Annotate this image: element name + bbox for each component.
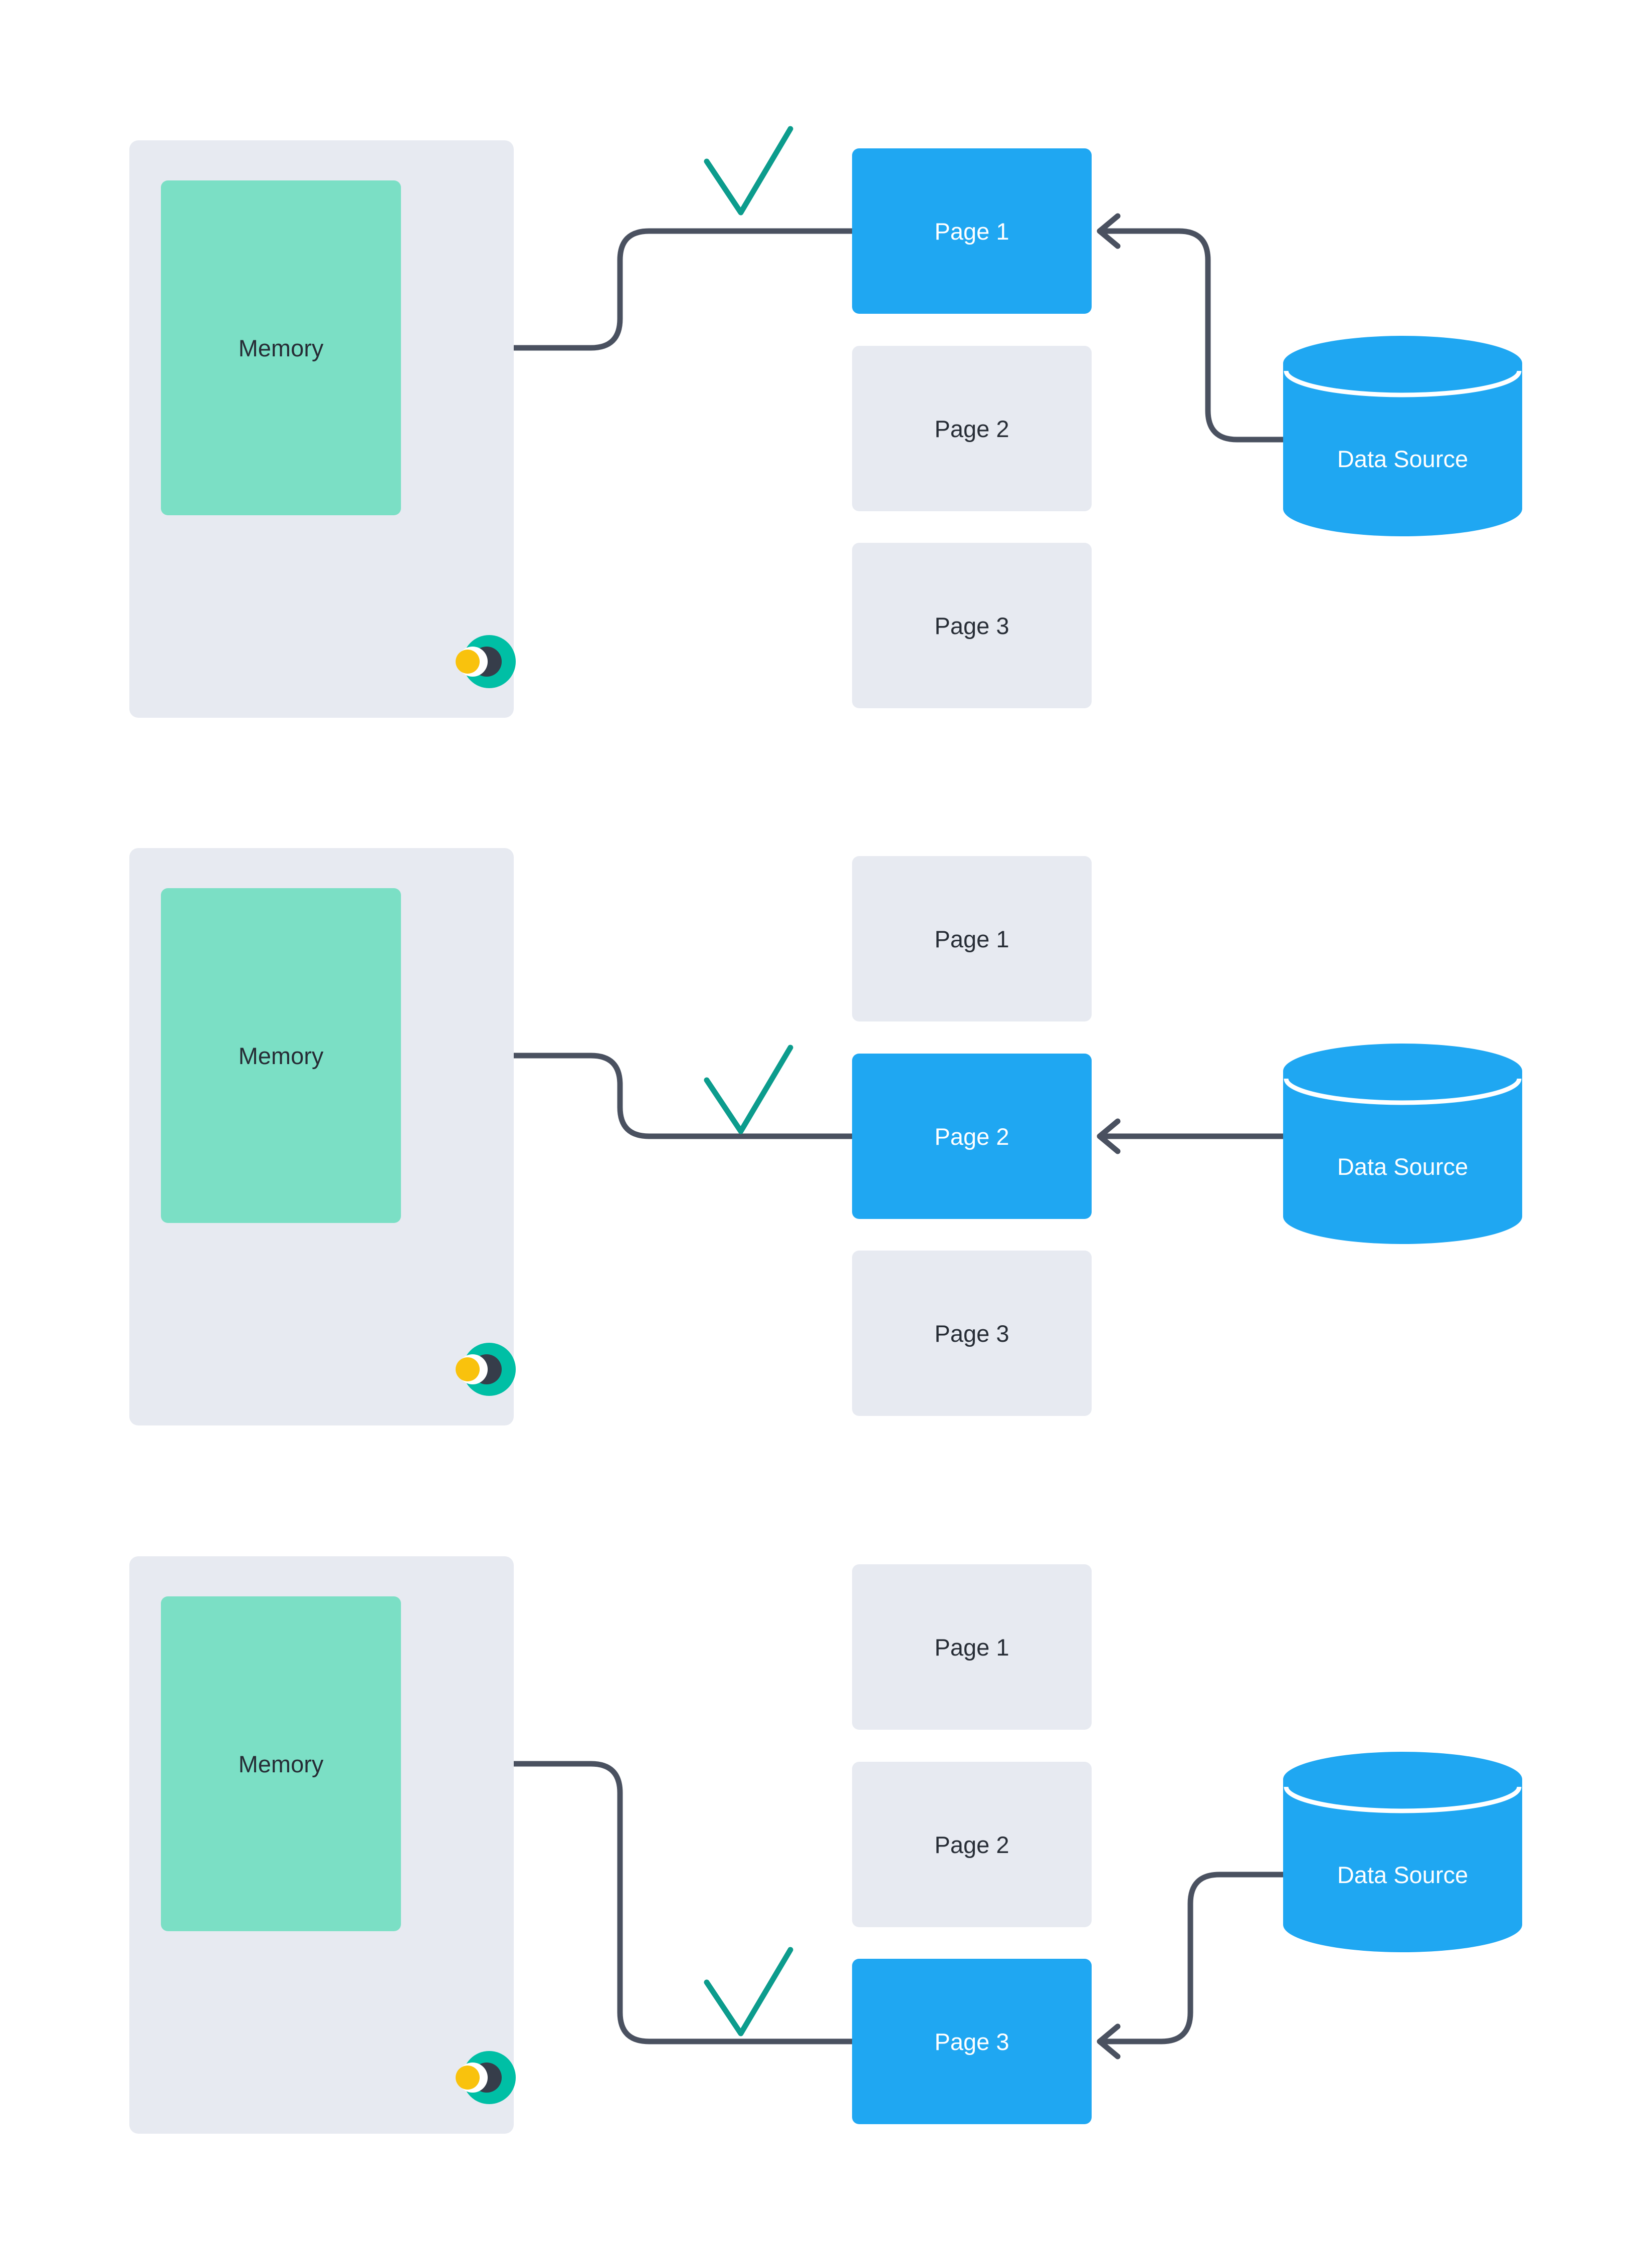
data-source-label: Data Source — [1337, 445, 1469, 472]
page-label: Page 2 — [934, 1123, 1009, 1150]
memory-label: Memory — [238, 1750, 324, 1777]
page-label: Page 1 — [934, 925, 1009, 952]
data-source-label: Data Source — [1337, 1153, 1469, 1180]
page-card-2: Page 2 — [852, 1762, 1092, 1927]
page-label: Page 1 — [934, 218, 1009, 245]
page-card-2: Page 2 — [852, 1054, 1092, 1219]
page-label: Page 2 — [934, 1831, 1009, 1858]
page-card-2: Page 2 — [852, 346, 1092, 511]
page-card-3: Page 3 — [852, 1251, 1092, 1416]
panel-step-1: Memory Page 1 Page 2 Page 3 Data Source — [0, 140, 1652, 722]
logo-yellow-circle — [456, 650, 480, 674]
page-card-1: Page 1 — [852, 856, 1092, 1021]
database-icon — [1283, 336, 1522, 536]
panel-step-3: Memory Page 1 Page 2 Page 3 Data Source — [0, 1556, 1652, 2138]
page-card-1: Page 1 — [852, 148, 1092, 314]
page-label: Page 2 — [934, 415, 1009, 442]
panel-step-2: Memory Page 1 Page 2 Page 3 Data Source — [0, 848, 1652, 1429]
memory-container: Memory — [129, 140, 517, 718]
page-label: Page 1 — [934, 1633, 1009, 1661]
app-logo — [456, 634, 517, 689]
page-card-1: Page 1 — [852, 1564, 1092, 1730]
app-logo — [456, 2050, 517, 2105]
page-card-3: Page 3 — [852, 543, 1092, 708]
data-source-cylinder: Data Source — [1283, 1044, 1522, 1244]
memory-container: Memory — [129, 848, 517, 1425]
memory-box: Memory — [161, 888, 401, 1223]
page-label: Page 3 — [934, 2028, 1009, 2055]
database-icon — [1283, 1752, 1522, 1952]
page-label: Page 3 — [934, 1320, 1009, 1347]
data-source-label: Data Source — [1337, 1861, 1469, 1888]
memory-box: Memory — [161, 180, 401, 515]
data-source-cylinder: Data Source — [1283, 1752, 1522, 1952]
logo-yellow-circle — [456, 2066, 480, 2090]
memory-label: Memory — [238, 334, 324, 361]
data-source-cylinder: Data Source — [1283, 336, 1522, 536]
logo-yellow-circle — [456, 1357, 480, 1381]
app-logo — [456, 1342, 517, 1397]
database-icon — [1283, 1044, 1522, 1244]
page-card-3: Page 3 — [852, 1959, 1092, 2124]
memory-container: Memory — [129, 1556, 517, 2134]
page-label: Page 3 — [934, 612, 1009, 639]
memory-box: Memory — [161, 1596, 401, 1931]
memory-label: Memory — [238, 1042, 324, 1069]
